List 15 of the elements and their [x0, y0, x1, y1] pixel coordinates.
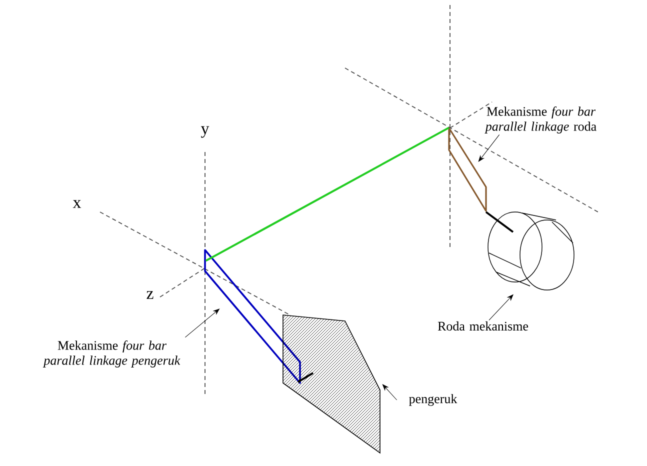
- label-text: Roda mekanisme: [438, 321, 528, 331]
- shaft-line: [205, 126, 450, 262]
- axis-label: x: [72, 200, 82, 208]
- wheel-drawing: [488, 212, 574, 290]
- scraper-drawing: [282, 314, 380, 454]
- leader-arrow: [184, 308, 220, 338]
- leader-arrow: [478, 134, 500, 162]
- linkage-drawing: [204, 249, 314, 384]
- label-text: pengeruk: [409, 394, 458, 406]
- leader-arrow: [382, 384, 398, 400]
- axis-label: y: [200, 126, 210, 138]
- axis-label: z: [146, 291, 154, 299]
- label-text: Mekanisme four bar parallel linkage roda: [484, 106, 596, 134]
- leader-arrow: [488, 294, 514, 320]
- label-text: Mekanisme four bar parallel linkage pengeruk: [42, 340, 180, 368]
